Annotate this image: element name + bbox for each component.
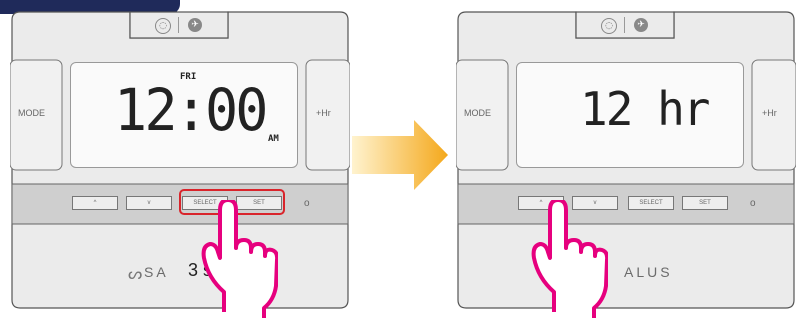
down-button[interactable]: v — [126, 196, 172, 210]
ampm-label: AM — [268, 134, 279, 144]
status-indicator: o — [750, 198, 756, 209]
hour-format-display: 12 hr — [580, 82, 708, 136]
mode-button[interactable]: MODE — [18, 108, 45, 118]
hand-pointer-icon — [518, 200, 608, 320]
hand-pointer-icon — [188, 200, 278, 320]
airplane-icon[interactable]: ✈ — [188, 18, 202, 32]
thermostat-right: ◌ ✈ MODE +Hr 12 hr ^ v SELECT SET o ALUS — [456, 10, 796, 310]
bulb-icon[interactable]: ◌ — [155, 18, 171, 34]
transition-arrow-icon — [352, 120, 448, 190]
airplane-icon[interactable]: ✈ — [634, 18, 648, 32]
brand-logo: SA — [144, 264, 169, 280]
plus-hour-button[interactable]: +Hr — [316, 108, 331, 118]
plus-hour-button[interactable]: +Hr — [762, 108, 777, 118]
thermostat-left: ◌ ✈ MODE +Hr FRI 12:00 AM ^ v SELECT SET… — [10, 10, 350, 310]
mode-button[interactable]: MODE — [464, 108, 491, 118]
divider — [624, 17, 625, 33]
divider — [178, 17, 179, 33]
up-button[interactable]: ^ — [72, 196, 118, 210]
status-indicator: o — [304, 198, 310, 209]
bulb-icon[interactable]: ◌ — [601, 18, 617, 34]
select-button[interactable]: SELECT — [628, 196, 674, 210]
brand-logo: ALUS — [624, 264, 673, 280]
salus-logo-icon: ᔕ — [128, 264, 142, 283]
time-display: 12:00 — [114, 76, 266, 144]
set-button[interactable]: SET — [682, 196, 728, 210]
